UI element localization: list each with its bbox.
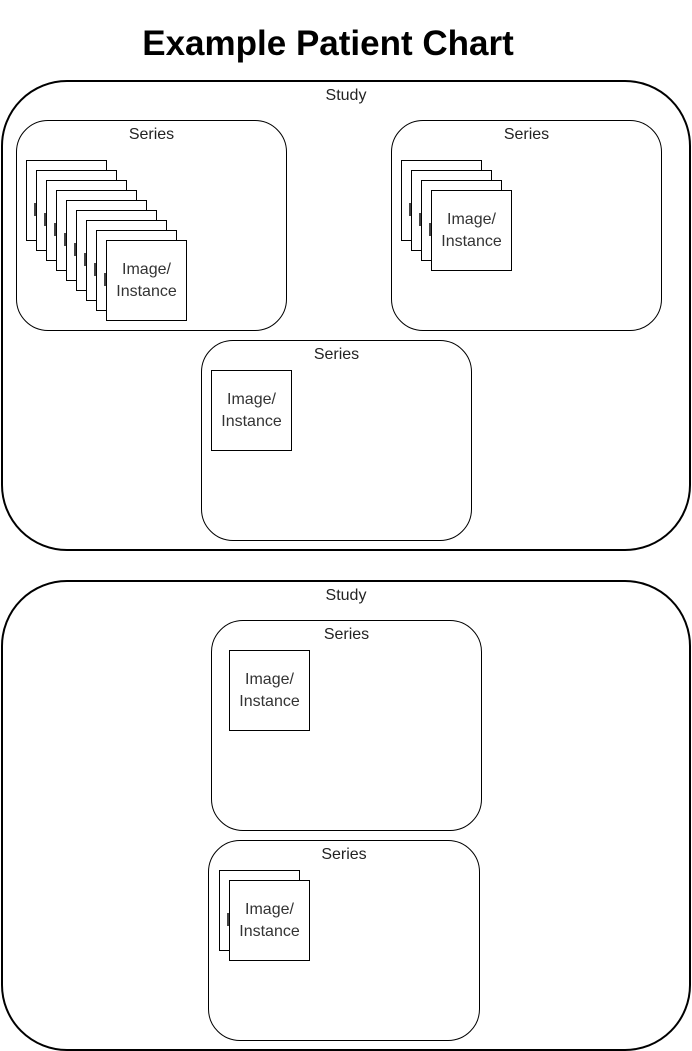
instance-label: Image/ Instance — [221, 390, 282, 430]
hidden-label-hint — [44, 213, 47, 226]
instance-label: Image/ Instance — [441, 210, 502, 250]
image-instance: Image/ Instance — [229, 650, 310, 731]
image-instance: Image/ Instance — [106, 240, 187, 321]
series-label: Series — [313, 346, 360, 363]
study-label: Study — [325, 587, 367, 604]
hidden-label-hint — [74, 243, 77, 256]
hidden-label-hint — [84, 253, 87, 266]
chart-title: Example Patient Chart — [142, 24, 514, 63]
instance-label: Image/ Instance — [116, 260, 177, 300]
image-instance: Image/ Instance — [431, 190, 512, 271]
hidden-label-hint — [409, 203, 412, 216]
series-label: Series — [128, 126, 175, 143]
study-label: Study — [325, 87, 367, 104]
series-label: Series — [323, 626, 370, 643]
hidden-label-hint — [227, 913, 230, 926]
series-label: Series — [503, 126, 550, 143]
image-instance: Image/ Instance — [211, 370, 292, 451]
instance-label: Image/ Instance — [239, 670, 300, 710]
hidden-label-hint — [64, 233, 67, 246]
series-label: Series — [321, 846, 367, 863]
instance-label: Image/ Instance — [239, 900, 300, 940]
hidden-label-hint — [34, 203, 37, 216]
image-instance: Image/ Instance — [229, 880, 310, 961]
hidden-label-hint — [429, 223, 432, 236]
hidden-label-hint — [94, 263, 97, 276]
hidden-label-hint — [419, 213, 422, 226]
series-1-2: Series — [391, 120, 662, 331]
hidden-label-hint — [104, 273, 107, 286]
hidden-label-hint — [54, 223, 57, 236]
